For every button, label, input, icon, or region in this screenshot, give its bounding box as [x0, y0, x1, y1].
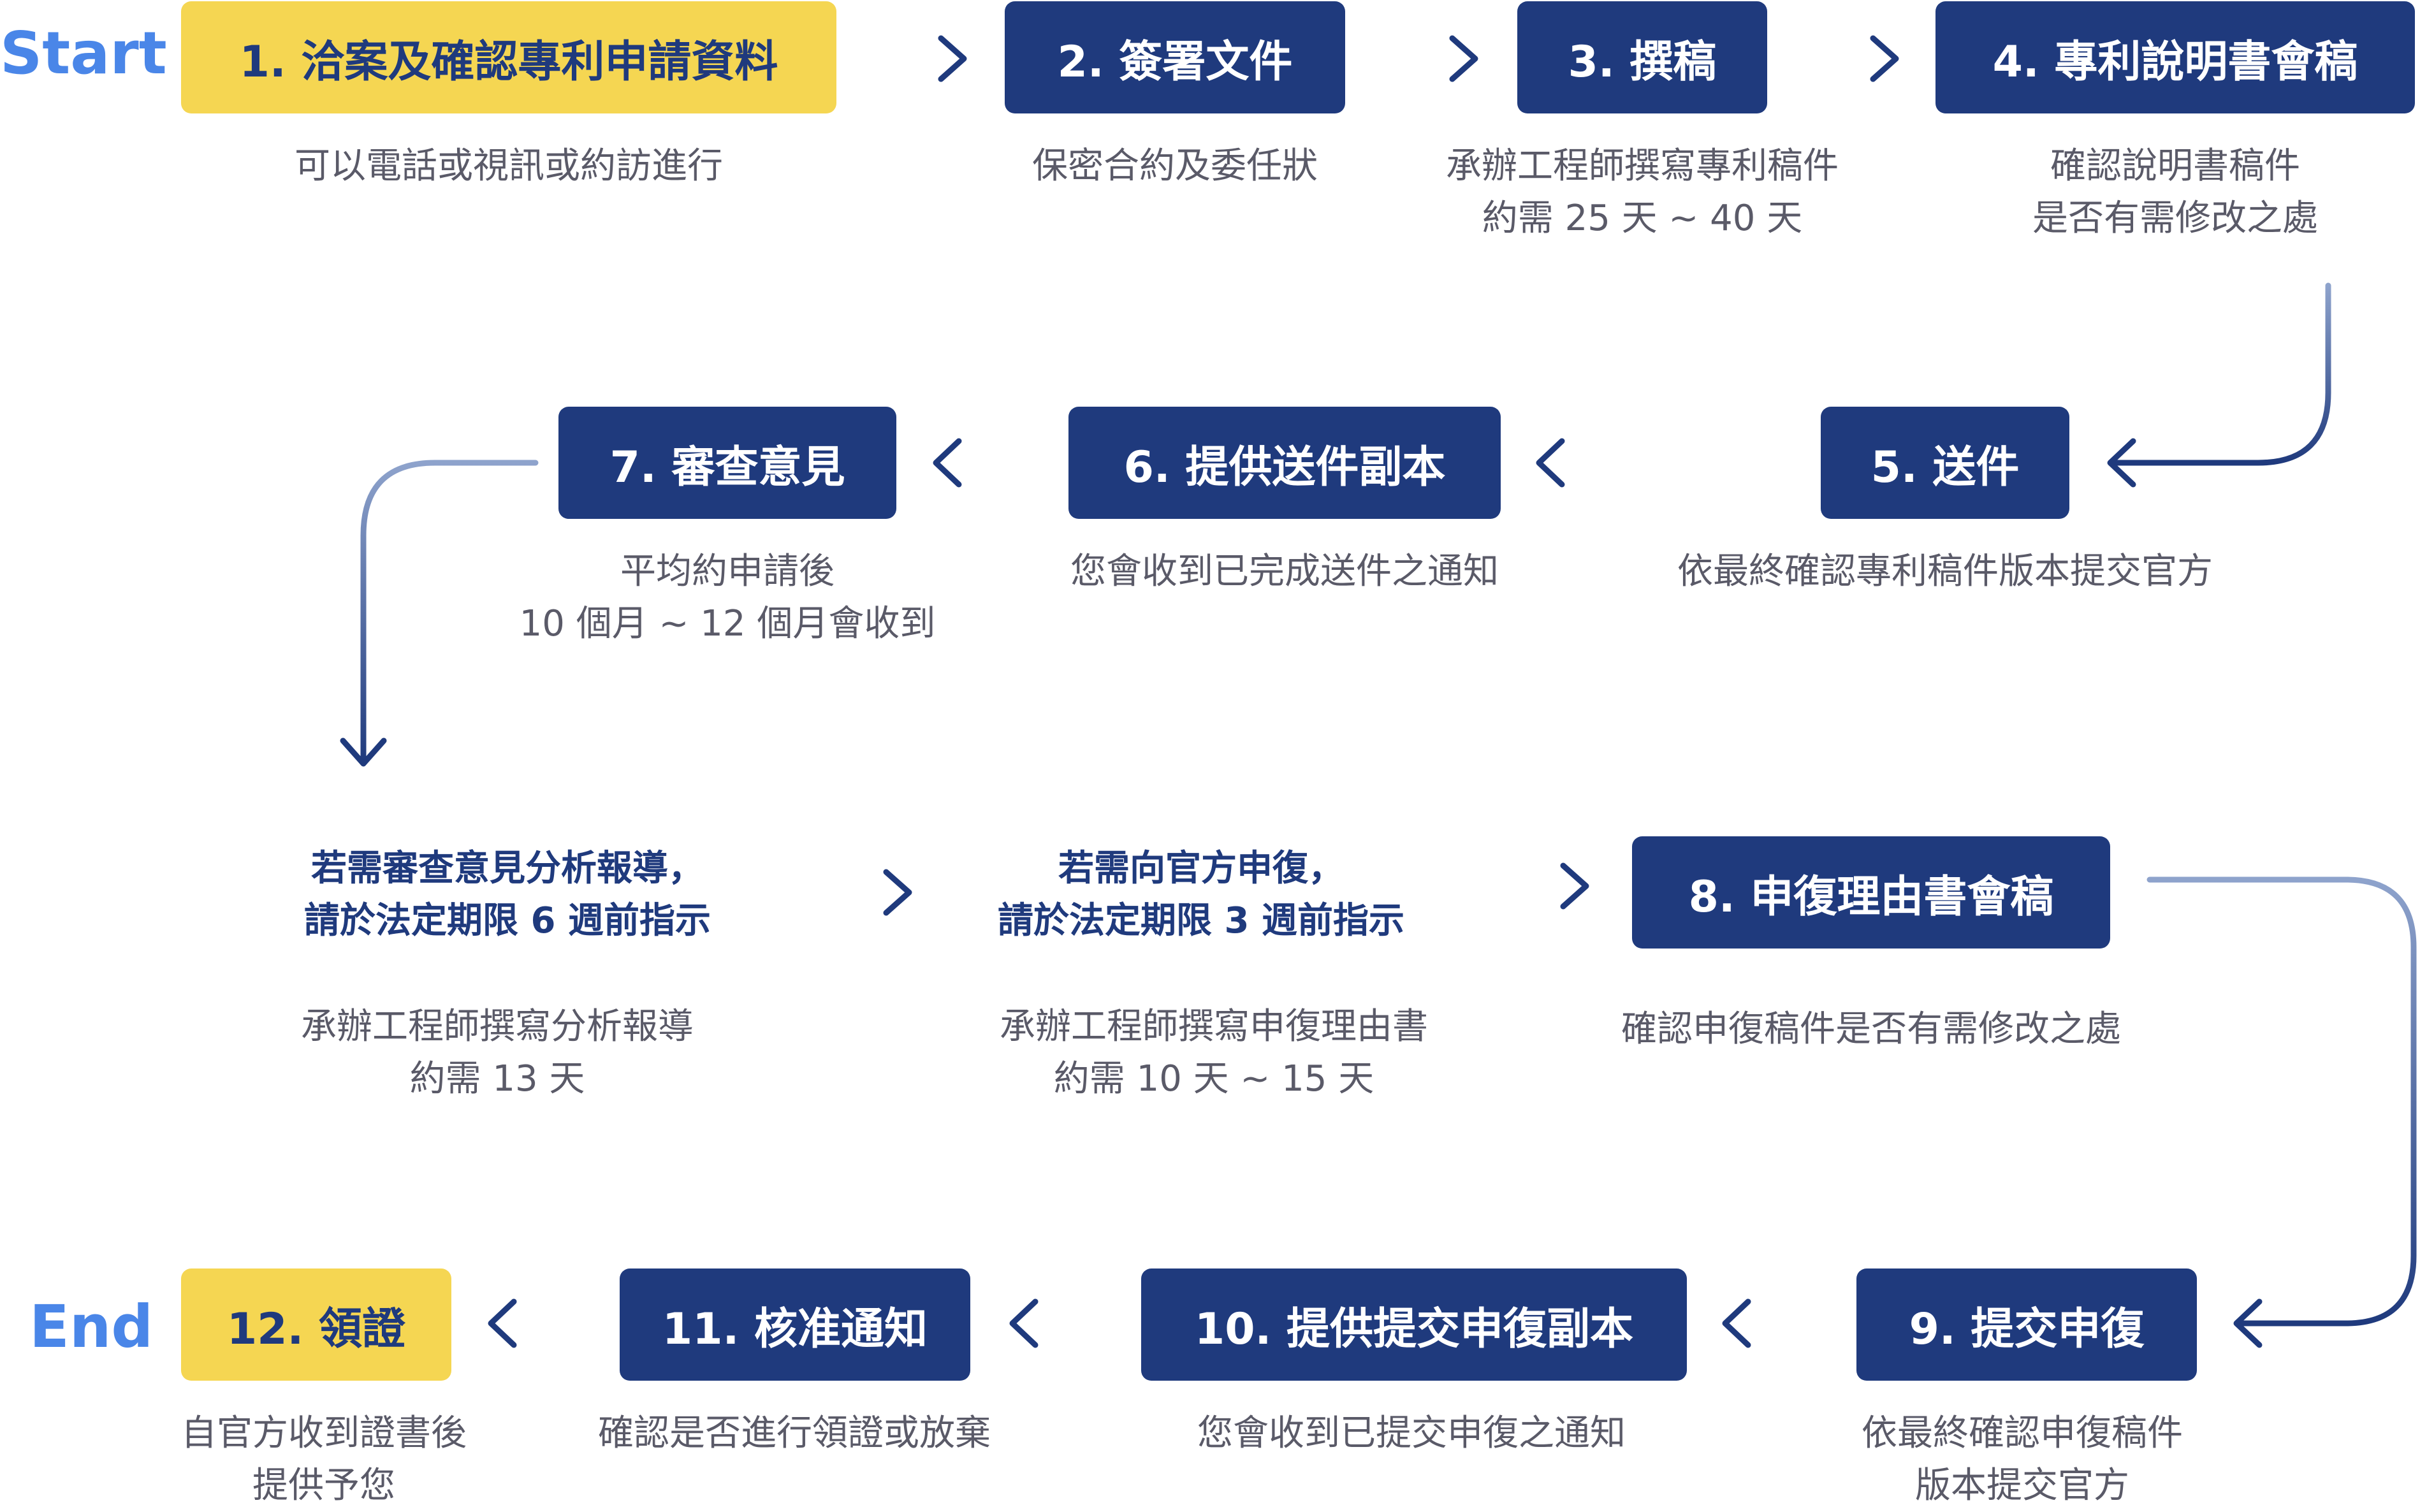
step-9-box: 9. 提交申復 [1856, 1268, 2197, 1381]
step-5-desc: 依最終確認專利稿件版本提交官方 [1677, 551, 2213, 592]
step-8-desc: 確認申復稿件是否有需修改之處 [1621, 1008, 2121, 1050]
arrow-10-to-11 [1009, 1298, 1120, 1348]
step-9-desc: 依最終確認申復稿件 版本提交官方 [1862, 1413, 2183, 1506]
step-3-box: 3. 撰稿 [1517, 1, 1767, 113]
step-11-desc: 確認是否進行領證或放棄 [598, 1413, 991, 1454]
arrow-6-to-7 [933, 438, 1046, 488]
end-label: End [29, 1293, 154, 1361]
arrow-5-to-6 [1536, 438, 1801, 488]
step-12-box: 12. 領證 [181, 1268, 451, 1381]
arrow-4-to-5 [2107, 282, 2331, 488]
arrow-condition-1-to-2 [801, 869, 912, 916]
step-6-box: 6. 提供送件副本 [1068, 407, 1501, 519]
step-1-desc: 可以電話或視訊或約訪進行 [295, 145, 723, 187]
condition-2-text: 若需向官方申復， 請於法定期限 3 週前指示 [998, 848, 1404, 941]
step-10-desc: 您會收到已提交申復之通知 [1197, 1413, 1626, 1454]
step-2-desc: 保密合約及委任狀 [1032, 145, 1318, 187]
arrow-9-to-10 [1722, 1298, 1834, 1348]
step-2-box: 2. 簽署文件 [1005, 1, 1345, 113]
arrow-7-to-condition-1 [340, 460, 539, 767]
step-8-box: 8. 申復理由書會稿 [1632, 836, 2110, 949]
arrow-11-to-12 [488, 1298, 599, 1348]
step-10-box: 10. 提供提交申復副本 [1141, 1268, 1687, 1381]
step-4-desc: 確認說明書稿件 是否有需修改之處 [2032, 145, 2318, 239]
step-11-box: 11. 核准通知 [620, 1268, 970, 1381]
arrow-1-to-2 [857, 35, 967, 82]
step-5-box: 5. 送件 [1821, 407, 2069, 519]
condition-2-desc: 承辦工程師撰寫申復理由書 約需 10 天 ~ 15 天 [1000, 1006, 1428, 1100]
step-4-box: 4. 專利說明書會稿 [1935, 1, 2415, 113]
step-12-desc: 自官方收到證書後 提供予您 [181, 1413, 467, 1506]
condition-1-text: 若需審查意見分析報導， 請於法定期限 6 週前指示 [304, 848, 711, 941]
arrow-condition-2-to-8 [1478, 862, 1589, 910]
start-label: Start [0, 19, 167, 87]
step-3-desc: 承辦工程師撰寫專利稿件 約需 25 天 ~ 40 天 [1446, 145, 1839, 239]
arrow-8-to-9 [2147, 876, 2417, 1348]
step-6-desc: 您會收到已完成送件之通知 [1070, 551, 1499, 592]
arrow-3-to-4 [1789, 35, 1899, 82]
arrow-2-to-3 [1367, 35, 1478, 82]
step-7-desc: 平均約申請後 10 個月 ~ 12 個月會收到 [519, 551, 936, 644]
step-1-box: 1. 洽案及確認專利申請資料 [181, 1, 836, 113]
condition-1-desc: 承辦工程師撰寫分析報導 約需 13 天 [301, 1006, 694, 1100]
step-7-box: 7. 審查意見 [558, 407, 896, 519]
